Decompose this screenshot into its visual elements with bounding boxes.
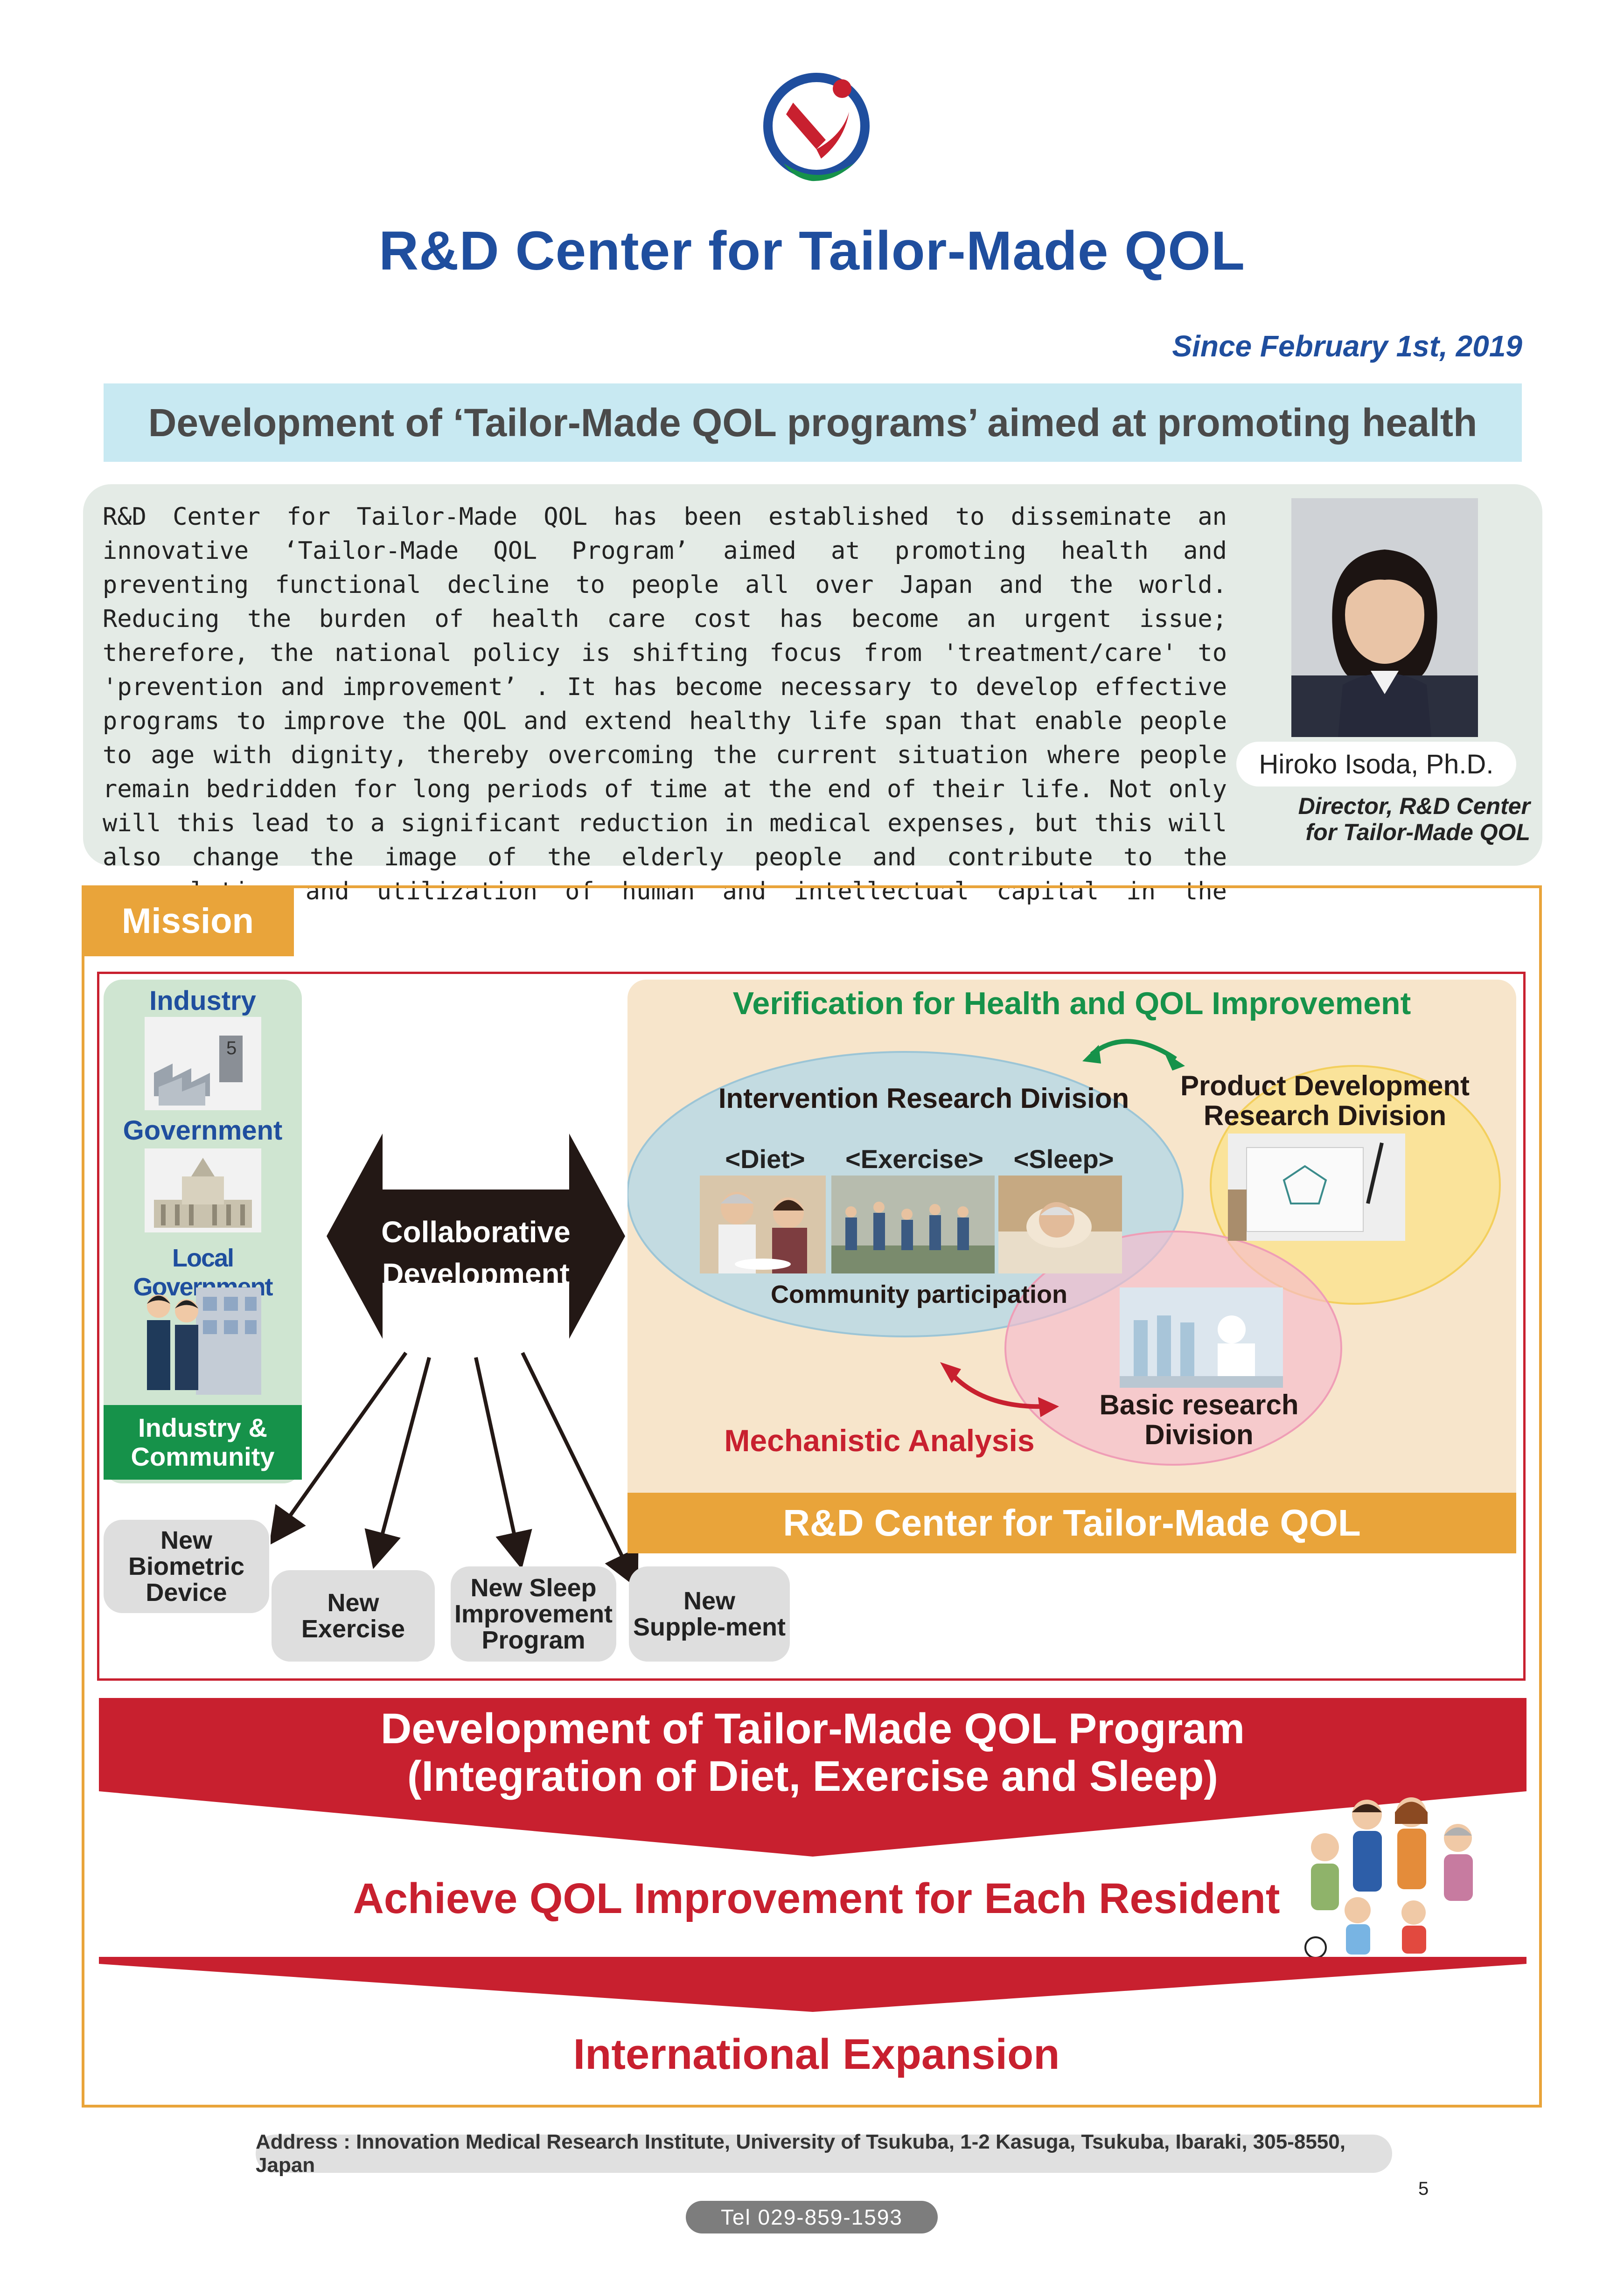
product-line2: Research Division — [1203, 1100, 1447, 1131]
program-title: Development of Tailor-Made QOL Program (… — [99, 1705, 1526, 1800]
exercise-label: <Exercise> — [845, 1144, 983, 1174]
mission-tab: Mission — [82, 885, 294, 956]
basic-research-photo — [1120, 1287, 1283, 1388]
industry-community-line1: Industry & — [138, 1413, 267, 1442]
sleep-l2: Improvement — [454, 1600, 613, 1628]
biometric-l2: Biometric — [128, 1552, 245, 1580]
sleep-l3: Program — [481, 1626, 585, 1654]
product-division-label: Product Development Research Division — [1157, 1071, 1493, 1131]
industry-community-line2: Community — [131, 1442, 275, 1471]
diet-label: <Diet> — [725, 1144, 805, 1174]
page-title: R&D Center for Tailor-Made QOL — [379, 220, 1245, 282]
biometric-l3: Device — [146, 1579, 227, 1607]
expansion-chevron — [99, 1957, 1526, 2012]
program-line2: (Integration of Diet, Exercise and Sleep… — [407, 1753, 1219, 1800]
page-number: 5 — [1418, 2178, 1429, 2199]
director-role-line2: for Tailor-Made QOL — [1305, 819, 1531, 845]
international-expansion-heading: International Expansion — [573, 2031, 1060, 2078]
telephone-pill: Tel 029-859-1593 — [686, 2201, 938, 2233]
director-role: Director, R&D Center for Tailor-Made QOL — [1204, 793, 1530, 845]
collaborative-development-arrow — [327, 1134, 625, 1339]
sleep-photo — [998, 1176, 1122, 1273]
government-label: Government — [123, 1115, 283, 1146]
address-bar: Address : Innovation Medical Research In… — [256, 2130, 1392, 2177]
exercise-l2: Exercise — [301, 1615, 405, 1643]
collaborative-development-label: Collaborative Development — [355, 1211, 597, 1295]
intervention-division-label: Intervention Research Division — [718, 1083, 1129, 1114]
diet-photo — [700, 1176, 826, 1273]
industry-community-box: Industry & Community — [104, 1405, 302, 1480]
mission-frame — [82, 885, 1542, 2108]
basic-line1: Basic research — [1099, 1389, 1299, 1420]
product-development-photo — [1228, 1134, 1405, 1241]
basic-line2: Division — [1144, 1419, 1254, 1450]
program-chevron-banner — [99, 1698, 1526, 1857]
output-arrows — [271, 1351, 639, 1586]
achieve-qol-heading: Achieve QOL Improvement for Each Residen… — [353, 1875, 1280, 1922]
biometric-l1: New — [160, 1526, 213, 1554]
mechanistic-analysis-label: Mechanistic Analysis — [724, 1423, 1035, 1458]
collab-line1: Collaborative — [381, 1215, 571, 1249]
rd-center-bar: R&D Center for Tailor-Made QOL — [627, 1493, 1516, 1553]
exercise-photo — [831, 1176, 995, 1273]
subtitle-banner: Development of ‘Tailor-Made QOL programs… — [104, 383, 1522, 462]
center-logo — [763, 73, 870, 181]
factory-icon: 5 — [145, 1017, 261, 1110]
since-date: Since February 1st, 2019 — [1172, 329, 1522, 363]
supp-l2: Supple-ment — [633, 1613, 786, 1641]
director-photo — [1291, 498, 1478, 737]
industry-label: Industry — [149, 986, 256, 1016]
sleep-l1: New Sleep — [470, 1574, 597, 1602]
family-illustration — [1304, 1797, 1473, 1959]
director-name: Hiroko Isoda, Ph.D. — [1236, 742, 1516, 786]
product-line1: Product Development — [1180, 1070, 1470, 1101]
intro-paragraph: R&D Center for Tailor-Made QOL has been … — [103, 503, 1227, 939]
basic-research-label: Basic research Division — [1064, 1390, 1334, 1450]
director-role-line1: Director, R&D Center — [1298, 793, 1530, 819]
sleep-label: <Sleep> — [1013, 1144, 1114, 1174]
parliament-building-icon — [145, 1148, 261, 1232]
community-participation-label: Community participation — [770, 1280, 1068, 1308]
svg-text:5: 5 — [226, 1038, 237, 1058]
exercise-l1: New — [327, 1589, 379, 1617]
program-line1: Development of Tailor-Made QOL Program — [380, 1705, 1245, 1753]
local-officials-icon — [147, 1287, 261, 1395]
collaboration-frame — [97, 972, 1526, 1681]
supp-l1: New — [683, 1587, 736, 1615]
verification-title: Verification for Health and QOL Improvem… — [732, 986, 1411, 1021]
collab-line2: Development — [382, 1257, 570, 1291]
